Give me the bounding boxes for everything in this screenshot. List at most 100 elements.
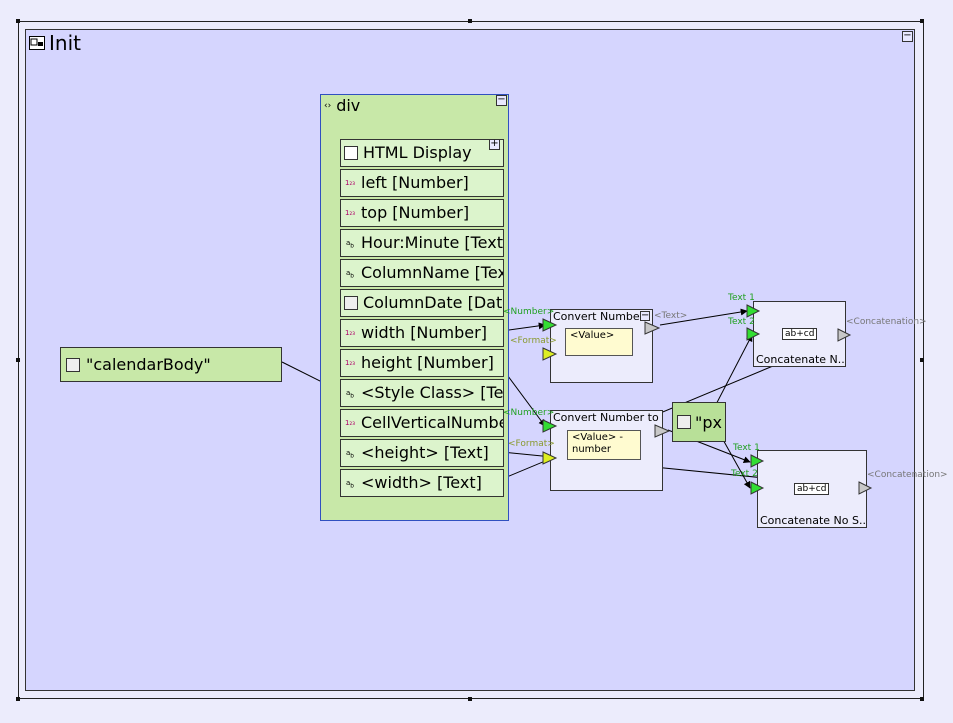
number-icon: 1₂₃ (344, 329, 356, 337)
div-title: div (336, 96, 361, 115)
property-style-class[interactable]: ab <Style Class> [Text] (340, 379, 504, 407)
property-label: width [Number] (361, 323, 487, 342)
resize-handle[interactable] (16, 358, 20, 362)
property-label: <width> [Text] (361, 473, 482, 492)
property-hour-minute[interactable]: ab Hour:Minute [Text] (340, 229, 504, 257)
constant-icon (66, 357, 80, 372)
resize-handle[interactable] (468, 697, 472, 701)
property-column-name[interactable]: ab ColumnName [Text] (340, 259, 504, 287)
property-label: CellVerticalNumber (361, 413, 504, 432)
output-port[interactable] (644, 321, 661, 335)
note-text: <Value> - (572, 432, 624, 443)
convert-collapse-button[interactable]: − (640, 310, 650, 321)
div-collapse-button[interactable]: − (496, 94, 507, 106)
format-port[interactable] (542, 347, 558, 361)
html-display-icon (344, 146, 358, 160)
number-icon: 1₂₃ (344, 359, 356, 367)
number-icon: 1₂₃ (344, 179, 356, 187)
port-label: Text 2 (731, 469, 758, 479)
date-icon (344, 296, 358, 310)
resize-handle[interactable] (920, 358, 924, 362)
input-port[interactable] (746, 304, 761, 318)
port-label: <Format> (508, 439, 555, 449)
concatenate-icon: ab+cd (782, 328, 818, 340)
output-port[interactable] (654, 424, 671, 438)
text-icon: ab (346, 389, 354, 400)
concatenate-title: Concatenate N.. (756, 353, 845, 366)
property-height[interactable]: 1₂₃ height [Number] (340, 349, 504, 377)
property-width[interactable]: 1₂₃ width [Number] (340, 319, 504, 347)
concatenate-node-2[interactable]: ab+cd Concatenate No S.. (757, 450, 867, 528)
property-label: ColumnDate [Date] (363, 293, 504, 312)
resize-handle[interactable] (16, 697, 20, 701)
convert-title: Convert Number to (553, 411, 659, 424)
note-text: <Value> (570, 330, 615, 341)
connector-line[interactable] (501, 367, 546, 427)
text-icon: ab (346, 479, 354, 490)
init-collapse-button[interactable]: − (902, 30, 913, 42)
property-html-display[interactable]: HTML Display (340, 139, 504, 167)
px-label: "px (695, 412, 722, 432)
convert-title: Convert Number (553, 310, 645, 323)
input-port[interactable] (542, 419, 558, 433)
text-icon: ab (346, 269, 354, 280)
calendar-body-node[interactable]: "calendarBody" (60, 347, 282, 382)
concatenate-node-1[interactable]: ab+cd Concatenate N.. (753, 301, 846, 367)
expand-button[interactable]: + (489, 138, 500, 150)
port-label: Text 2 (728, 317, 755, 327)
format-port[interactable] (542, 451, 558, 465)
port-label: <Concatenation> (867, 470, 948, 480)
port-label: <Number> (503, 307, 555, 317)
resize-handle[interactable] (468, 19, 472, 23)
input-port[interactable] (746, 327, 761, 341)
property-label: <Style Class> [Text] (361, 383, 504, 402)
init-header: Init (29, 30, 81, 56)
port-label: <Format> (510, 336, 557, 346)
port-label: <Concatenation> (846, 317, 927, 327)
property-label: Hour:Minute [Text] (361, 233, 504, 252)
property-label: <height> [Text] (361, 443, 489, 462)
constant-icon (677, 415, 691, 429)
port-label: Text 1 (728, 293, 755, 303)
output-port[interactable] (837, 328, 852, 342)
property-height-text[interactable]: ab <height> [Text] (340, 439, 504, 467)
property-label: height [Number] (361, 353, 494, 372)
property-label: ColumnName [Text] (361, 263, 504, 282)
connector-line[interactable] (501, 322, 546, 332)
property-label: HTML Display (363, 143, 472, 162)
number-icon: 1₂₃ (344, 419, 356, 427)
code-brackets-icon: ‹› (324, 101, 332, 111)
property-label: left [Number] (361, 173, 469, 192)
note-text: number (572, 444, 612, 455)
value-note: <Value> (565, 328, 633, 356)
text-icon: ab (346, 239, 354, 250)
px-constant-node[interactable]: "px (672, 402, 726, 442)
convert-number-node-1[interactable]: Convert Number <Value> (550, 309, 653, 383)
init-title: Init (49, 31, 81, 55)
concatenate-icon: ab+cd (794, 483, 830, 495)
property-width-text[interactable]: ab <width> [Text] (340, 469, 504, 497)
resize-handle[interactable] (16, 19, 20, 23)
output-port[interactable] (858, 481, 873, 495)
convert-number-node-2[interactable]: Convert Number to <Value> - number (550, 410, 663, 491)
container-icon (29, 36, 45, 50)
property-cell-vertical-number[interactable]: 1₂₃ CellVerticalNumber (340, 409, 504, 437)
port-label: Text 1 (733, 443, 760, 453)
resize-handle[interactable] (920, 697, 924, 701)
property-top[interactable]: 1₂₃ top [Number] (340, 199, 504, 227)
input-port[interactable] (750, 481, 765, 495)
value-note: <Value> - number (567, 430, 641, 460)
calendar-body-label: "calendarBody" (86, 355, 211, 374)
connector-line[interactable] (659, 308, 748, 326)
input-port[interactable] (542, 318, 558, 332)
resize-handle[interactable] (920, 19, 924, 23)
port-label: <Number> (503, 408, 555, 418)
property-left[interactable]: 1₂₃ left [Number] (340, 169, 504, 197)
property-label: top [Number] (361, 203, 470, 222)
port-label: <Text> (654, 311, 688, 321)
input-port[interactable] (750, 454, 765, 468)
text-icon: ab (346, 449, 354, 460)
property-column-date[interactable]: ColumnDate [Date] (340, 289, 504, 317)
concatenate-title: Concatenate No S.. (760, 514, 866, 527)
